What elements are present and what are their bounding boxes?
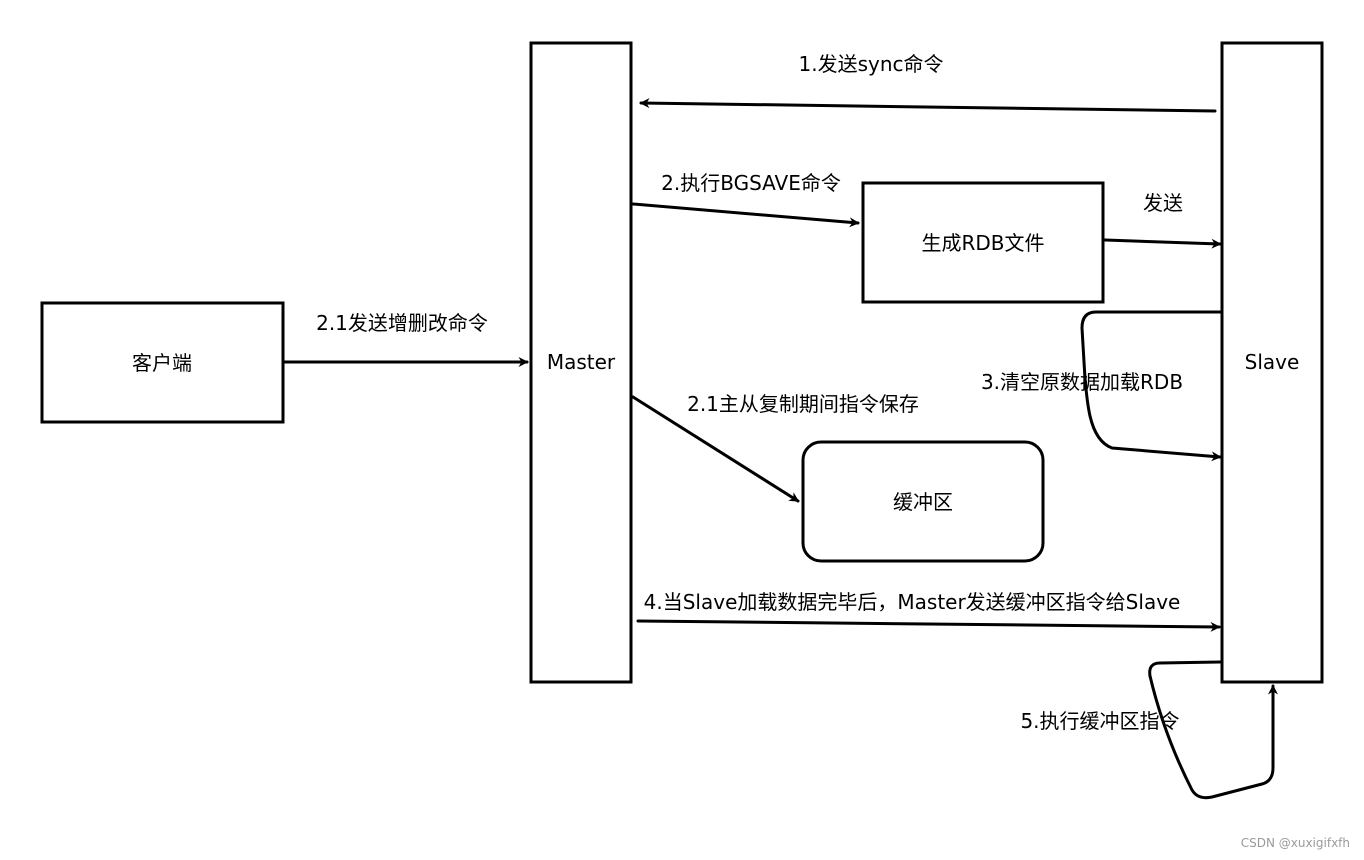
send-write-cmds-label: 2.1发送增删改命令 <box>316 311 488 335</box>
master-to-slave-buffer-arrow <box>636 619 1221 632</box>
buffer-node: 缓冲区 <box>801 440 1045 563</box>
client-node: 客户端 <box>40 301 285 424</box>
rdb-file-label: 生成RDB文件 <box>921 231 1044 255</box>
master-label: Master <box>547 350 616 374</box>
exec-buffer-loop <box>1148 660 1278 800</box>
exec-bgsave-arrow <box>631 202 860 228</box>
send-buffer-cmds-label: 4.当Slave加载数据完毕后，Master发送缓冲区指令给Slave <box>644 590 1181 614</box>
send-rdb-label: 发送 <box>1143 191 1183 215</box>
watermark: CSDN @xuxigifxfh <box>1241 836 1350 850</box>
slave-label: Slave <box>1245 350 1300 374</box>
clear-load-rdb-label: 3.清空原数据加载RDB <box>981 370 1183 394</box>
send-rdb-arrow <box>1103 238 1222 249</box>
buffer-label: 缓冲区 <box>893 490 953 514</box>
rdb-file-node: 生成RDB文件 <box>861 181 1105 304</box>
master-node: Master <box>529 41 633 684</box>
send-sync-arrow <box>639 98 1217 113</box>
send-sync-label: 1.发送sync命令 <box>798 52 943 76</box>
clear-load-rdb-loop <box>1080 310 1222 462</box>
exec-bgsave-label: 2.执行BGSAVE命令 <box>661 171 841 195</box>
master-to-buffer-arrow <box>631 395 800 503</box>
save-cmds-label: 2.1主从复制期间指令保存 <box>687 392 919 416</box>
slave-node: Slave <box>1220 41 1324 684</box>
exec-buffer-cmds-label: 5.执行缓冲区指令 <box>1020 709 1179 733</box>
client-label: 客户端 <box>132 351 192 375</box>
